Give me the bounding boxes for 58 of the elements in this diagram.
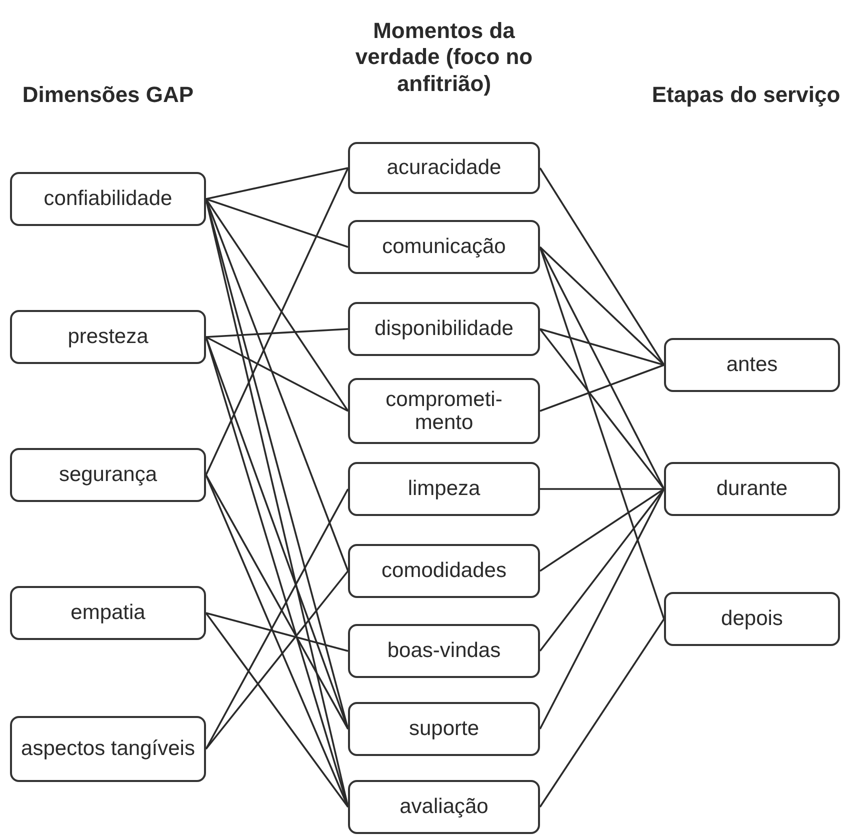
box-label: limpeza [408, 477, 480, 501]
rounded-box [348, 220, 540, 274]
box-label: durante [716, 477, 788, 501]
rounded-box [10, 448, 206, 502]
rounded-box [348, 462, 540, 516]
rounded-box [664, 462, 840, 516]
rounded-box [10, 310, 206, 364]
box-label: aspectos tangíveis [21, 737, 195, 761]
connector-line [205, 474, 349, 808]
connector-line [206, 167, 348, 200]
rounded-box [348, 780, 540, 834]
connector-line [539, 246, 665, 366]
connector-line [206, 336, 348, 412]
connector-line [540, 488, 664, 490]
rounded-box [664, 592, 840, 646]
connector-line [539, 488, 665, 730]
rounded-box [348, 302, 540, 356]
box-label: comprometi- mento [384, 388, 504, 434]
rounded-box [10, 716, 206, 782]
rounded-box [348, 702, 540, 756]
connector-line [540, 328, 664, 366]
connector-line [539, 328, 665, 490]
box-label: comodidades [382, 559, 506, 583]
rounded-box [348, 544, 540, 598]
rounded-box [348, 624, 540, 678]
connector-line [205, 570, 349, 750]
connector-line [206, 198, 348, 248]
connector-line [205, 198, 349, 412]
box-label: confiabilidade [44, 187, 172, 211]
rounded-box [664, 338, 840, 392]
connector-line [205, 336, 349, 730]
rounded-box [10, 172, 206, 226]
box-label: presteza [68, 325, 148, 349]
box-label: avaliação [400, 795, 488, 819]
connector-line [540, 488, 664, 572]
rounded-box [348, 142, 540, 194]
rounded-box [10, 586, 206, 640]
connector-line [540, 364, 664, 412]
box-label: suporte [408, 717, 480, 741]
connector-line [539, 168, 665, 366]
connector-line [206, 612, 348, 652]
rounded-box [348, 378, 540, 444]
box-label: segurança [58, 463, 158, 487]
box-label: antes [726, 353, 778, 377]
connector-line [205, 612, 349, 808]
box-label: depois [721, 607, 783, 631]
box-label: empatia [70, 601, 146, 625]
box-label: boas-vindas [387, 639, 501, 663]
connector-line [205, 168, 349, 476]
box-label: acuracidade [386, 156, 502, 180]
connector-line [539, 618, 665, 808]
column-heading: Etapas do serviço [650, 82, 842, 108]
connector-line [539, 246, 665, 490]
column-heading: Momentos da verdade (foco no anfitrião) [354, 18, 534, 98]
connector-line [206, 328, 348, 338]
box-label: comunicação [382, 235, 506, 259]
column-heading: Dimensões GAP [21, 82, 195, 108]
box-label: disponibilidade [374, 317, 514, 341]
